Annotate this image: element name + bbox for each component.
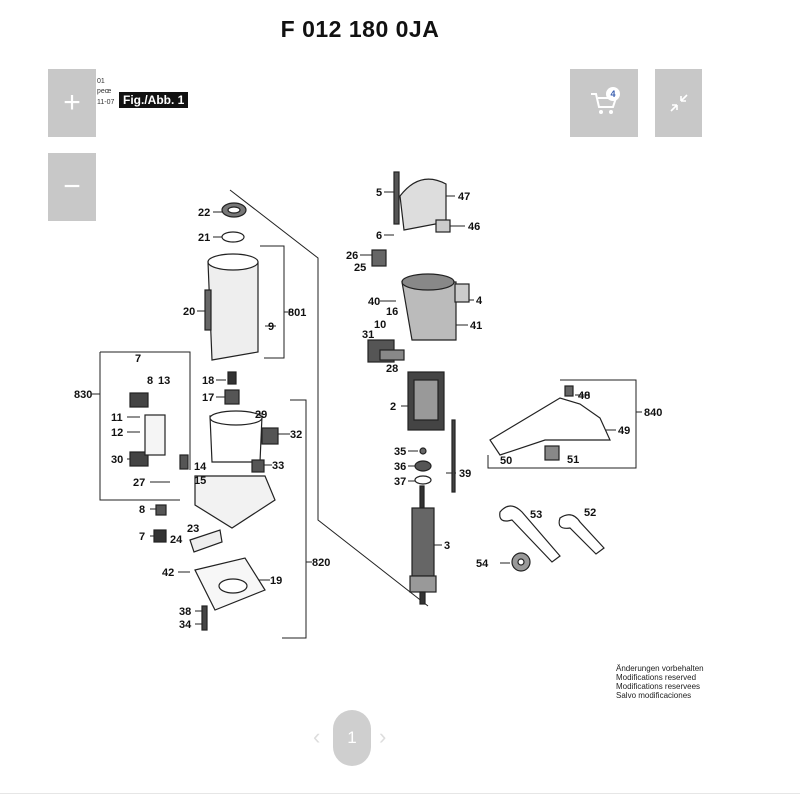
part-number: 7 — [139, 531, 145, 543]
part-number: 39 — [459, 468, 471, 480]
part-number: 24 — [170, 534, 183, 546]
part-number: 34 — [179, 619, 192, 631]
part-number: 36 — [394, 461, 406, 473]
part-number: 37 — [394, 476, 406, 488]
part-number: 46 — [468, 221, 480, 233]
part-number: 48 — [578, 390, 590, 402]
part-number: 52 — [584, 507, 596, 519]
part-number: 22 — [198, 207, 210, 219]
figure-label: Fig./Abb. 1 — [119, 92, 189, 108]
part-number: 41 — [470, 320, 482, 332]
part-number: 840 — [644, 407, 662, 419]
part-number: 6 — [376, 230, 382, 242]
pagination: ‹ 1 › — [313, 710, 393, 766]
part-number: 9 — [268, 321, 274, 333]
part-number: 15 — [194, 475, 206, 487]
part-number: 7 — [135, 353, 141, 365]
part-number: 11 — [111, 412, 123, 424]
part-number: 30 — [111, 454, 123, 466]
part-number: 14 — [194, 461, 207, 473]
part-number: 40 — [368, 296, 380, 308]
part-number: 13 — [158, 375, 170, 387]
page-title: F 012 180 0JA — [280, 16, 440, 42]
part-number: 8 — [139, 504, 145, 516]
modifications-notice: Änderungen vorbehalten Modifications res… — [616, 664, 704, 700]
add-to-cart-button[interactable]: 4 — [570, 69, 638, 137]
part-number: 19 — [270, 575, 282, 587]
notice-line: Änderungen vorbehalten — [616, 664, 704, 673]
minus-icon: − — [63, 170, 81, 203]
part-number: 8 — [147, 375, 153, 387]
part-number: 26 — [346, 250, 358, 262]
figure-meta-line: 11-07 — [97, 99, 115, 106]
part-number: 35 — [394, 446, 406, 458]
part-number: 21 — [198, 232, 210, 244]
cart-count-badge: 4 — [606, 87, 620, 101]
part-number: 29 — [255, 409, 267, 421]
notice-line: Modifications reservees — [616, 682, 701, 691]
part-number: 5 — [376, 187, 382, 199]
zoom-in-button[interactable]: + — [48, 69, 96, 137]
part-number: 38 — [179, 606, 191, 618]
part-number: 20 — [183, 306, 195, 318]
current-page-indicator[interactable]: 1 — [333, 710, 371, 766]
part-number: 16 — [386, 306, 398, 318]
part-number: 25 — [354, 262, 366, 274]
prev-page-icon[interactable]: ‹ — [313, 724, 321, 749]
plus-icon: + — [63, 86, 81, 119]
next-page-icon[interactable]: › — [379, 724, 387, 749]
part-number: 50 — [500, 455, 512, 467]
part-number: 801 — [288, 307, 306, 319]
part-number: 2 — [390, 401, 396, 413]
part-number: 47 — [458, 191, 470, 203]
part-number: 53 — [530, 509, 542, 521]
part-number: 3 — [444, 540, 450, 552]
part-number: 830 — [74, 389, 92, 401]
figure-meta-line: ƿeœ — [97, 88, 112, 95]
part-number: 31 — [362, 329, 374, 341]
part-number: 12 — [111, 427, 123, 439]
part-number: 23 — [187, 523, 199, 535]
part-number: 820 — [312, 557, 330, 569]
part-number: 17 — [202, 392, 214, 404]
notice-line: Modifications reserved — [616, 673, 697, 682]
divider — [0, 793, 800, 794]
part-number: 49 — [618, 425, 630, 437]
collapse-button[interactable] — [655, 69, 702, 137]
part-number: 4 — [476, 295, 483, 307]
notice-line: Salvo modificaciones — [616, 691, 692, 700]
collapse-arrows-icon — [669, 94, 688, 112]
part-number: 27 — [133, 477, 145, 489]
part-number: 28 — [386, 363, 398, 375]
figure-meta-line: 01 — [97, 78, 105, 85]
part-number: 32 — [290, 429, 302, 441]
part-number: 54 — [476, 558, 489, 570]
part-number: 18 — [202, 375, 214, 387]
part-number: 42 — [162, 567, 174, 579]
part-number: 33 — [272, 460, 284, 472]
part-number: 51 — [567, 454, 579, 466]
zoom-out-button[interactable]: − — [48, 153, 96, 221]
part-number: 10 — [374, 319, 386, 331]
